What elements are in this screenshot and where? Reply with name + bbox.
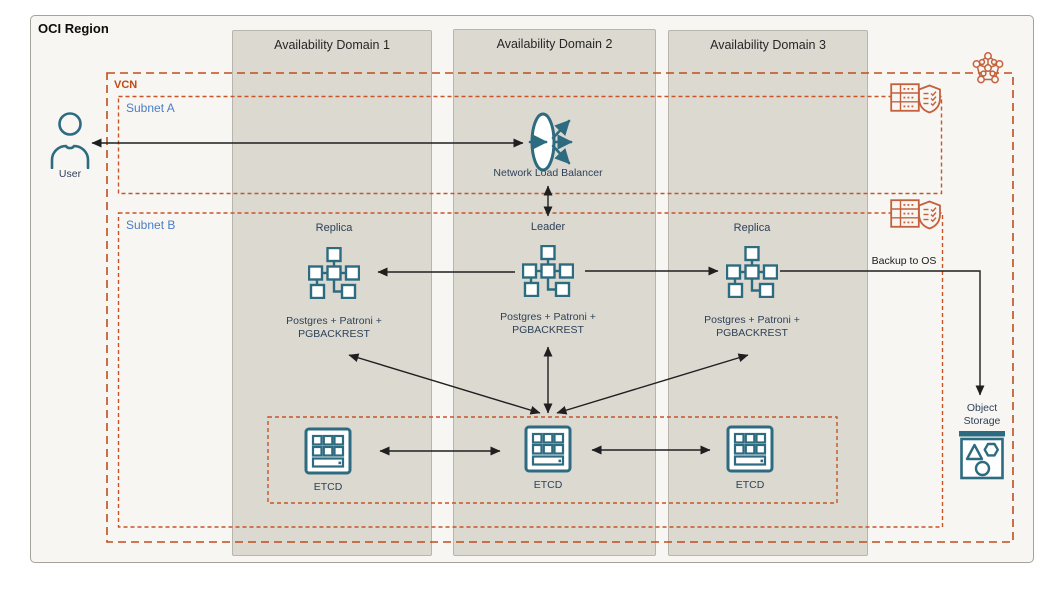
etcd-icon-2 — [524, 425, 572, 473]
security-list-icon-2 — [918, 200, 941, 230]
subnet-a-label: Subnet A — [126, 101, 175, 115]
object-storage-label: Object Storage — [963, 402, 1001, 427]
oci-region-label: OCI Region — [38, 21, 109, 36]
vcn-boundary — [106, 72, 1014, 543]
user-label: User — [58, 168, 82, 180]
etcd-label-3: ETCD — [735, 479, 765, 491]
backup-to-object-storage-arrow — [780, 270, 985, 396]
db-node-1-role-label: Replica — [315, 222, 353, 234]
etcd-icon-3 — [726, 425, 774, 473]
network-load-balancer-label: Network Load Balancer — [493, 167, 603, 179]
object-storage-icon — [959, 431, 1005, 480]
backup-to-os-label: Backup to OS — [871, 255, 937, 267]
replica3-etcd-arrow — [556, 353, 749, 415]
replica1-etcd-arrow — [348, 353, 541, 415]
db-node-2-stack-label: Postgres + Patroni + PGBACKREST — [500, 311, 596, 336]
postgres-cluster-icon-1 — [308, 247, 360, 299]
subnet-b-label: Subnet B — [126, 218, 176, 232]
availability-domain-1-label: Availability Domain 1 — [274, 38, 390, 52]
network-load-balancer-icon — [528, 112, 573, 172]
availability-domain-2-label: Availability Domain 2 — [496, 37, 613, 51]
subnet-b-boundary — [117, 212, 944, 528]
etcd-cluster-boundary — [267, 416, 838, 504]
availability-domain-3-label: Availability Domain 3 — [710, 38, 826, 52]
db-node-1-stack-label: Postgres + Patroni + PGBACKREST — [286, 315, 382, 340]
etcd-label-2: ETCD — [533, 479, 563, 491]
route-table-icon-2 — [890, 199, 920, 228]
db-node-2-role-label: Leader — [530, 221, 566, 233]
db-node-3-role-label: Replica — [733, 222, 771, 234]
postgres-cluster-icon-2 — [522, 245, 574, 297]
etcd-label-1: ETCD — [313, 481, 343, 493]
vcn-network-icon — [972, 52, 1004, 84]
subnet-a-boundary — [117, 95, 943, 195]
route-table-icon-1 — [890, 83, 920, 112]
etcd-icon-1 — [304, 427, 352, 475]
vcn-label: VCN — [114, 79, 138, 91]
security-list-icon-1 — [918, 84, 941, 114]
user-icon — [50, 112, 90, 169]
postgres-cluster-icon-3 — [726, 246, 778, 298]
db-node-3-stack-label: Postgres + Patroni + PGBACKREST — [704, 314, 800, 339]
